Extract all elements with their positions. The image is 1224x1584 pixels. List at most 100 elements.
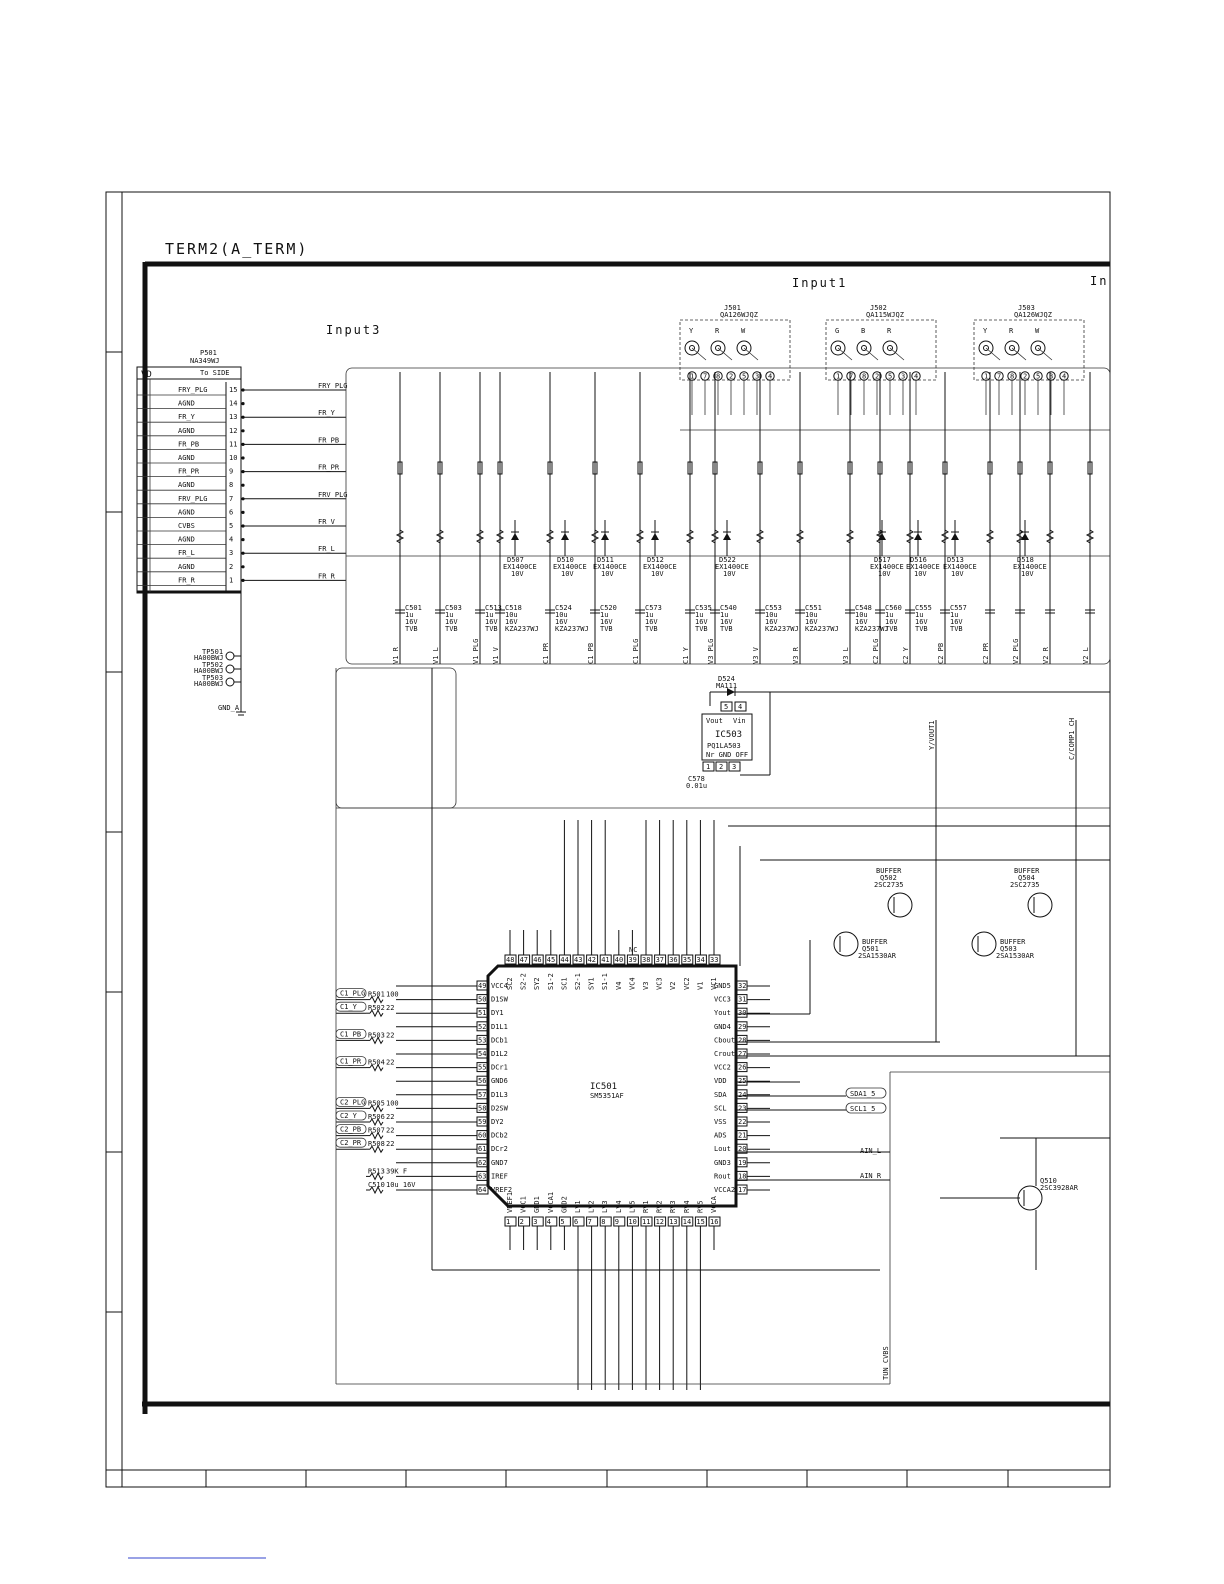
- connector-pin-name: FR_PR: [178, 468, 200, 476]
- cap-type: TVB: [915, 625, 928, 633]
- resistor-symbol: [495, 529, 505, 544]
- reg-ref: IC503: [715, 730, 742, 740]
- ic501-pin-number: 44: [560, 956, 568, 964]
- ic501-pin-name: SY1: [588, 977, 596, 990]
- input-column: V1_L: [432, 372, 445, 664]
- resistor-symbol: [985, 529, 995, 544]
- block-border: [142, 261, 1110, 1414]
- ic501-series-res: R506: [368, 1113, 385, 1121]
- cap-ref: C557: [950, 604, 967, 612]
- buffer-q502: BUFFER Q502 2SC2735: [874, 867, 913, 918]
- ic501-pin-name: VSS: [714, 1118, 727, 1126]
- connector-pin-name: AGND: [178, 508, 195, 516]
- ic501-series-val: 100: [386, 991, 399, 999]
- cap-voltage: 16V: [505, 618, 518, 626]
- jack-pin-number: 7: [703, 373, 707, 381]
- ic501-pin-number: 50: [478, 996, 486, 1004]
- ic501-pin-number: 6: [574, 1218, 578, 1226]
- ground-label: GND_A: [218, 704, 240, 712]
- cap-type: KZA237WJ: [805, 625, 839, 633]
- jack-pin-label: B: [861, 327, 865, 335]
- ic501-series-val: 22: [386, 1059, 394, 1067]
- ic501-pin-number: 3: [533, 1218, 537, 1226]
- input-column: V3_V: [752, 372, 765, 664]
- ic501-pin-name: V2: [669, 982, 677, 990]
- jack-pin-number: 8: [1010, 373, 1014, 381]
- input-column: C1_Y: [682, 372, 695, 664]
- ic501-pin-number: 57: [478, 1091, 486, 1099]
- cap-type: TVB: [720, 625, 733, 633]
- column-net-label: C2_Y: [902, 646, 910, 664]
- cap-value: 10u: [765, 611, 778, 619]
- connector-pin-name: FRY_PLG: [178, 386, 208, 394]
- q510-part: 2SC3928AR: [1040, 1184, 1079, 1192]
- ic501-pin-number: 60: [478, 1132, 486, 1140]
- connector-part: NA349WJ: [190, 357, 220, 365]
- jack-pin-number: 2: [729, 373, 733, 381]
- input-column: V2_L: [1082, 372, 1095, 664]
- ic501-pin-name: V3: [642, 982, 650, 990]
- ic501-pin-name: S2-1: [574, 973, 582, 990]
- ic501-pin-name: S2-2: [520, 973, 528, 990]
- cap-type: TVB: [600, 625, 613, 633]
- resistor-symbol: [435, 529, 445, 544]
- ic501-series-res: R508: [368, 1140, 385, 1148]
- reg-diode-part: MA111: [716, 682, 737, 690]
- ic501-part: SM5351AF: [590, 1092, 624, 1100]
- ic501-pin-number: 32: [738, 982, 746, 990]
- column-net-label: V1_PLG: [472, 639, 480, 664]
- column-net-label: V3_V: [752, 646, 760, 664]
- ic501-pin-name: Rout: [714, 1172, 731, 1180]
- cap-type: TVB: [950, 625, 963, 633]
- cap-voltage: 16V: [805, 618, 818, 626]
- cap-type: KZA237WJ: [765, 625, 799, 633]
- ic501-pin-number: 28: [738, 1036, 746, 1044]
- ic501-pin-name: S1-1: [601, 973, 609, 990]
- ic501-pin-number: 49: [478, 982, 486, 990]
- cap-ref: C548: [855, 604, 872, 612]
- connector-pin-number: 11: [229, 440, 237, 448]
- connector-net-label: FR_Y: [318, 409, 336, 417]
- regulator-pin-number: 2: [719, 763, 723, 771]
- connector-pin-number: 1: [229, 576, 233, 584]
- cap-voltage: 16V: [885, 618, 898, 626]
- cap-voltage: 16V: [695, 618, 708, 626]
- cap-value: 1u: [485, 611, 493, 619]
- ic501-series-val: 22: [386, 1004, 394, 1012]
- connector-dest: To SIDE: [200, 369, 230, 377]
- jack-part: QA115WJQZ: [866, 311, 904, 319]
- column-net-label: V1_R: [392, 646, 400, 664]
- ic501-pin-name: RV1: [642, 1200, 650, 1213]
- column-net-label: C2_PR: [982, 642, 990, 664]
- ic501-pin-name: VCC1: [520, 1196, 528, 1213]
- cap-ref: C573: [645, 604, 662, 612]
- regulator-pin: 5: [720, 701, 733, 712]
- q503-ref: Q503: [1000, 945, 1017, 953]
- q510-ref: Q510: [1040, 1177, 1057, 1185]
- q502-part: 2SC2735: [874, 881, 904, 889]
- zener-voltage: 10V: [914, 570, 927, 578]
- ic501-pin-name: LV1: [574, 1200, 582, 1213]
- ic501-left-net: C2_PR: [340, 1139, 362, 1147]
- input-column: C1_PB: [587, 372, 600, 664]
- net-scl1: SCL1_5: [850, 1105, 875, 1113]
- zener-ref: D507: [507, 556, 524, 564]
- ic501-pin-name: V4: [615, 982, 623, 990]
- connector-pin-number: 6: [229, 508, 233, 516]
